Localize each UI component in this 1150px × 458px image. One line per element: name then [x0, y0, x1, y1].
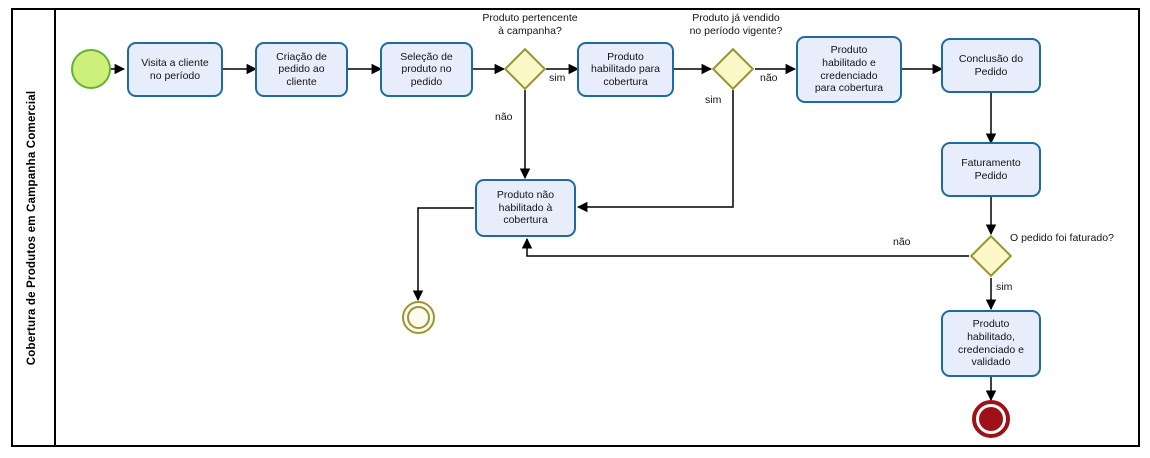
gateway2-question: Produto já vendido no período vigente? [689, 12, 783, 37]
flow-gateway2-yes-to-task8 [576, 90, 734, 213]
gateway1-question: Produto pertencente à campanha? [482, 12, 578, 37]
task-faturamento-pedido[interactable]: Faturamento Pedido [941, 142, 1041, 197]
task-visita-a-cliente[interactable]: Visita a cliente no período [127, 42, 223, 97]
intermediate-end-event[interactable] [402, 301, 435, 334]
end-event-inner-disc [979, 407, 1003, 431]
task-produto-nao-habilitado[interactable]: Produto não habilitado à cobertura [475, 179, 576, 237]
flow-label-gateway2-yes: sim [705, 94, 722, 106]
flow-label-gateway1-yes: sim [549, 72, 566, 84]
flow-gateway3-no-to-task8 [521, 237, 969, 257]
flow-label-gateway1-no: não [495, 111, 513, 123]
task-conclusao-do-pedido[interactable]: Conclusão do Pedido [941, 38, 1041, 93]
end-event[interactable] [972, 400, 1010, 438]
pool-frame [11, 8, 1140, 447]
intermediate-end-event-inner-ring [407, 306, 430, 329]
task-selecao-de-produto[interactable]: Seleção de produto no pedido [380, 42, 473, 97]
task-produto-habilitado-credenciado[interactable]: Produto habilitado e credenciado para co… [796, 36, 902, 103]
lane-title: Cobertura de Produtos em Campanha Comerc… [26, 90, 39, 365]
flow-task8-to-intermediate-event [412, 207, 474, 302]
flow-label-gateway3-yes: sim [996, 281, 1013, 293]
flow-label-gateway2-no: não [760, 72, 778, 84]
gateway3-question: O pedido foi faturado? [1010, 232, 1114, 244]
flow-label-gateway3-no: não [893, 236, 911, 248]
task-produto-habilitado-credenciado-validado[interactable]: Produto habilitado, credenciado e valida… [941, 310, 1041, 377]
lane-header: Cobertura de Produtos em Campanha Comerc… [11, 8, 56, 447]
task-criacao-de-pedido[interactable]: Criação de pedido ao cliente [255, 42, 348, 97]
start-event[interactable] [71, 49, 111, 89]
task-produto-habilitado-para-cobertura[interactable]: Produto habilitado para cobertura [577, 42, 674, 97]
